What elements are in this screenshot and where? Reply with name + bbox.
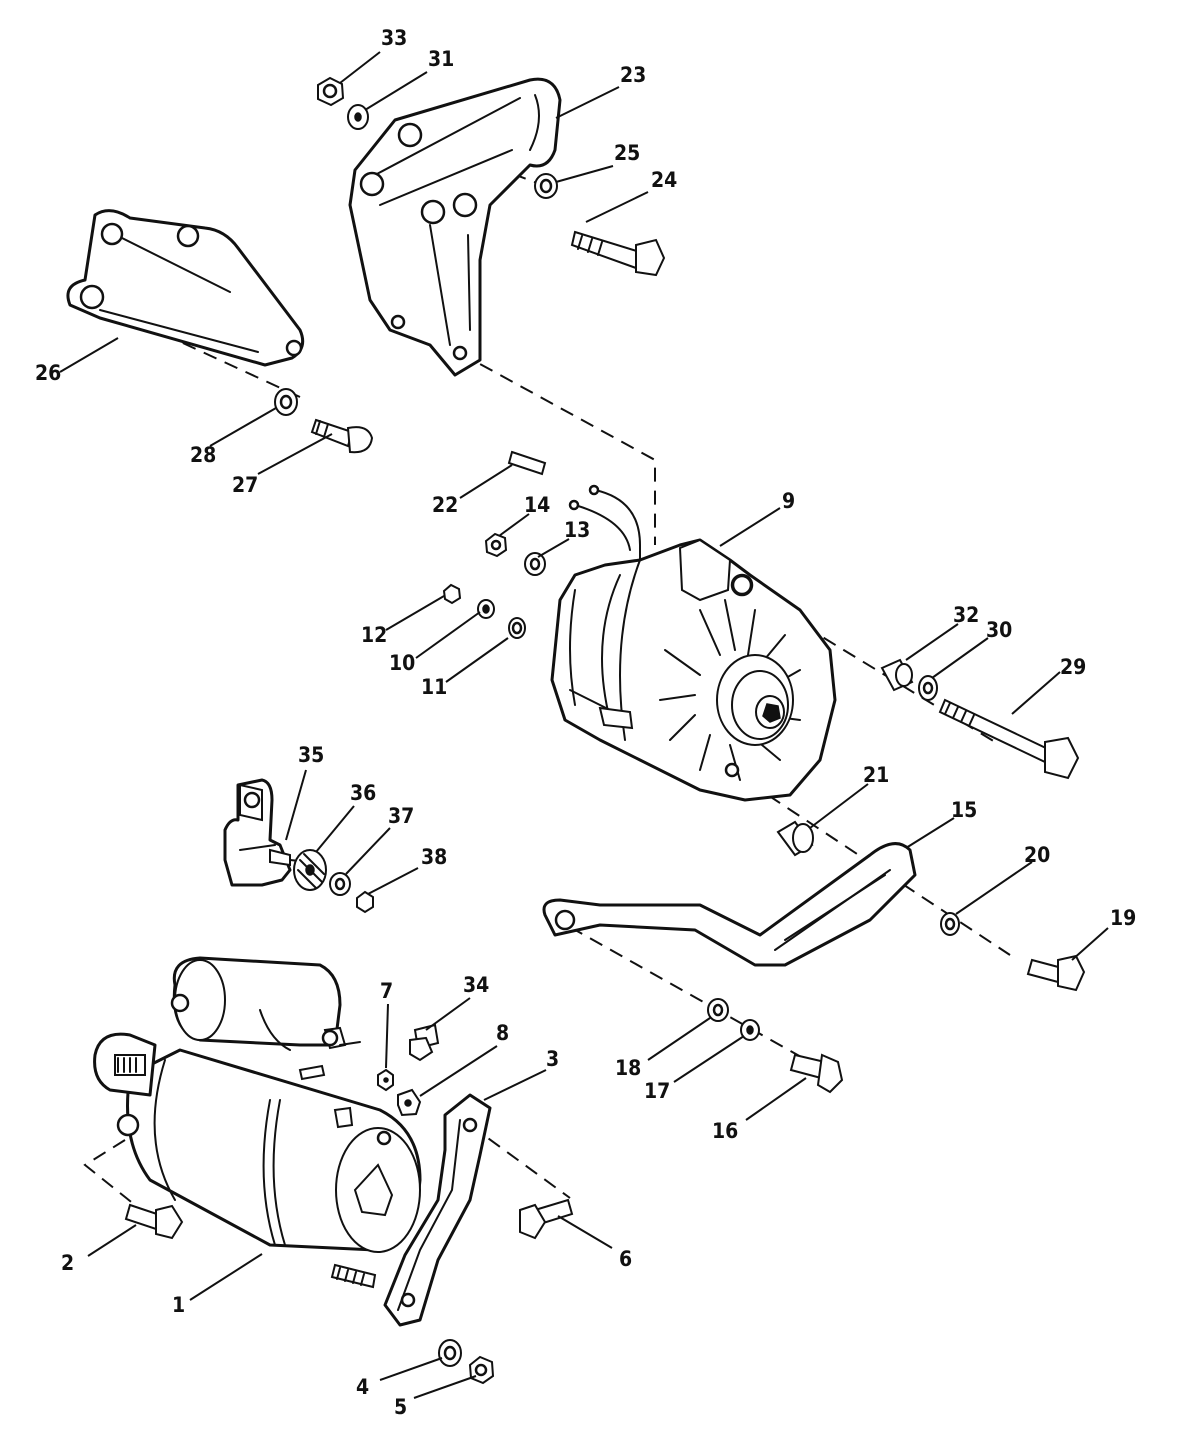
callout-26: 26	[35, 361, 61, 385]
callout-36: 36	[350, 781, 376, 805]
washer-25	[534, 173, 558, 199]
callout-8: 8	[496, 1021, 509, 1045]
spacer-21	[776, 820, 814, 857]
callout-15: 15	[951, 798, 977, 822]
callout-20: 20	[1024, 843, 1050, 867]
callout-24: 24	[651, 168, 677, 192]
washer-10	[477, 599, 495, 619]
callout-29: 29	[1060, 655, 1086, 679]
washer-31	[347, 104, 369, 130]
spacer-32	[880, 658, 914, 692]
washer-4	[438, 1339, 462, 1367]
terminal-block-35	[223, 778, 311, 887]
washer-20	[940, 912, 960, 936]
washer-11	[508, 617, 526, 639]
bracket-26	[66, 209, 305, 367]
callout-19: 19	[1110, 906, 1136, 930]
callout-38: 38	[421, 845, 447, 869]
bolt-16	[789, 1053, 844, 1094]
washer-17	[740, 1019, 760, 1041]
callout-31: 31	[428, 47, 454, 71]
callout-25: 25	[614, 141, 640, 165]
nut-12	[442, 583, 462, 605]
terminal-34	[409, 1023, 440, 1062]
nut-33	[317, 76, 345, 107]
bolt-27	[310, 418, 374, 454]
brace-3	[383, 1093, 492, 1327]
alternator-9	[550, 484, 837, 802]
nut-7	[377, 1068, 394, 1092]
callout-30: 30	[986, 618, 1012, 642]
callout-17: 17	[644, 1079, 670, 1103]
callout-23: 23	[620, 63, 646, 87]
nut-5	[468, 1355, 495, 1385]
callout-21: 21	[863, 763, 889, 787]
washer-36	[293, 849, 327, 891]
callout-9: 9	[782, 489, 795, 513]
washer-30	[918, 675, 938, 701]
callout-27: 27	[232, 473, 258, 497]
callout-14: 14	[524, 493, 550, 517]
callout-4: 4	[356, 1375, 369, 1399]
callout-28: 28	[190, 443, 216, 467]
callout-6: 6	[619, 1247, 632, 1271]
bolt-24	[570, 230, 666, 277]
starter-motor-1	[93, 956, 422, 1289]
nut-8	[397, 1088, 422, 1117]
brace-15	[542, 842, 917, 967]
washer-13	[524, 552, 546, 576]
callout-1: 1	[172, 1293, 185, 1317]
callout-12: 12	[361, 623, 387, 647]
bolt-6	[519, 1198, 574, 1240]
nut-14	[484, 532, 508, 558]
callout-37: 37	[388, 804, 414, 828]
bolt-19	[1026, 954, 1086, 992]
callout-7: 7	[380, 979, 393, 1003]
bracket-23	[348, 77, 562, 377]
nut-38	[356, 890, 374, 914]
callout-10: 10	[389, 651, 415, 675]
callout-11: 11	[421, 675, 447, 699]
callout-3: 3	[546, 1047, 559, 1071]
washer-18	[707, 998, 729, 1022]
pin-22	[507, 450, 547, 476]
callout-16: 16	[712, 1119, 738, 1143]
bolt-2	[124, 1203, 184, 1240]
callout-13: 13	[564, 518, 590, 542]
callout-labels: 33 31 23 25 24 26 28 27 22 14 13 9 12 10…	[35, 26, 1136, 1419]
callout-35: 35	[298, 743, 324, 767]
callout-33: 33	[381, 26, 407, 50]
callout-34: 34	[463, 973, 489, 997]
callout-5: 5	[394, 1395, 407, 1419]
callout-32: 32	[953, 603, 979, 627]
washer-37	[329, 872, 351, 896]
bolt-29	[938, 698, 1080, 780]
callout-18: 18	[615, 1056, 641, 1080]
callout-2: 2	[61, 1251, 74, 1275]
callout-22: 22	[432, 493, 458, 517]
washer-28	[274, 388, 298, 416]
leader-lines	[59, 51, 1109, 1399]
